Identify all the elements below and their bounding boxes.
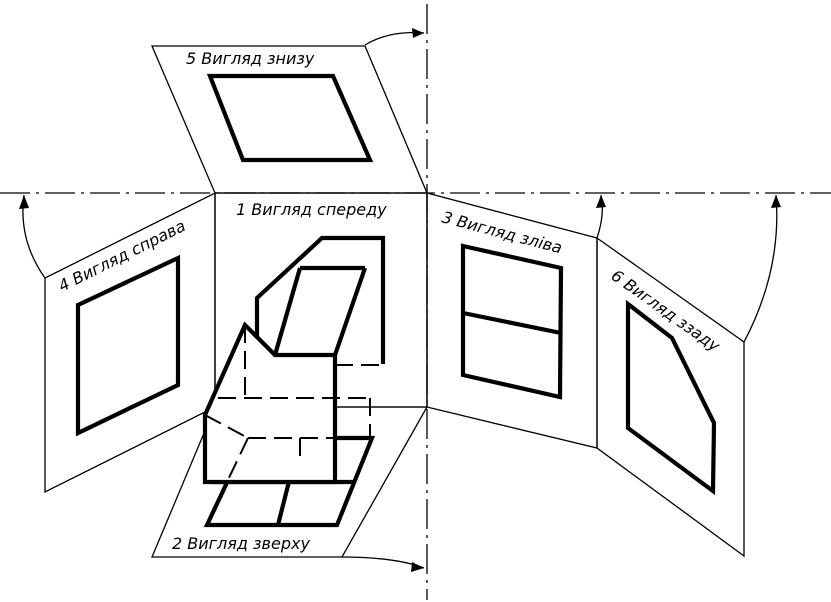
- label-view-left: 3 Вигляд зліва: [440, 207, 564, 257]
- plane-top: [151, 406, 429, 558]
- rotation-arc-left: [596, 194, 606, 239]
- label-view-top: 2 Вигляд зверху: [172, 534, 310, 553]
- rotation-arc-back: [743, 194, 781, 343]
- rotation-arc-bottom: [364, 28, 425, 46]
- label-view-back: 6 Вигляд ззаду: [608, 266, 724, 356]
- back-view-outline: [625, 299, 717, 496]
- label-view-bottom: 5 Вигляд знизу: [186, 49, 315, 68]
- right-view-outline: [75, 254, 181, 437]
- rotation-arc-top: [341, 556, 425, 572]
- bottom-view-outline: [206, 73, 374, 163]
- plane-back: [596, 236, 745, 558]
- rotation-arc-right: [19, 194, 46, 279]
- label-view-front: 1 Вигляд спереду: [236, 200, 387, 219]
- plane-bottom: [151, 45, 428, 194]
- plane-right: [44, 191, 216, 494]
- left-view-outline: [460, 243, 564, 400]
- front-view-object: [202, 235, 386, 485]
